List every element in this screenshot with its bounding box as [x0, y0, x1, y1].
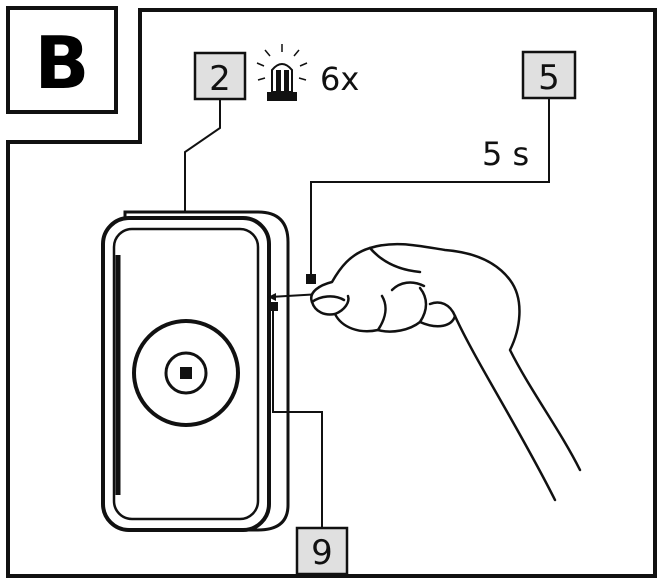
callout-2: 2	[193, 51, 247, 101]
callout-5-number: 5	[538, 58, 560, 98]
doorbell-push-button	[101, 216, 271, 532]
hand-icon	[309, 242, 582, 502]
callout-9-number: 9	[311, 533, 333, 573]
panel-letter-box: B	[6, 6, 118, 114]
pin-tip	[268, 293, 276, 301]
panel-letter: B	[35, 21, 90, 105]
callout-2-number: 2	[209, 59, 231, 99]
callout-5: 5	[521, 50, 577, 100]
flashing-light-icon	[256, 44, 308, 101]
leader-line-9	[272, 311, 323, 538]
flash-count: 6x	[320, 60, 359, 98]
leader-line-5	[310, 98, 550, 276]
led-indicator	[180, 367, 192, 379]
press-duration: 5 s	[482, 135, 529, 173]
slot-marker	[269, 302, 278, 311]
callout-9: 9	[295, 526, 349, 576]
reset-button-marker	[306, 274, 316, 284]
panel-frame	[6, 8, 657, 578]
